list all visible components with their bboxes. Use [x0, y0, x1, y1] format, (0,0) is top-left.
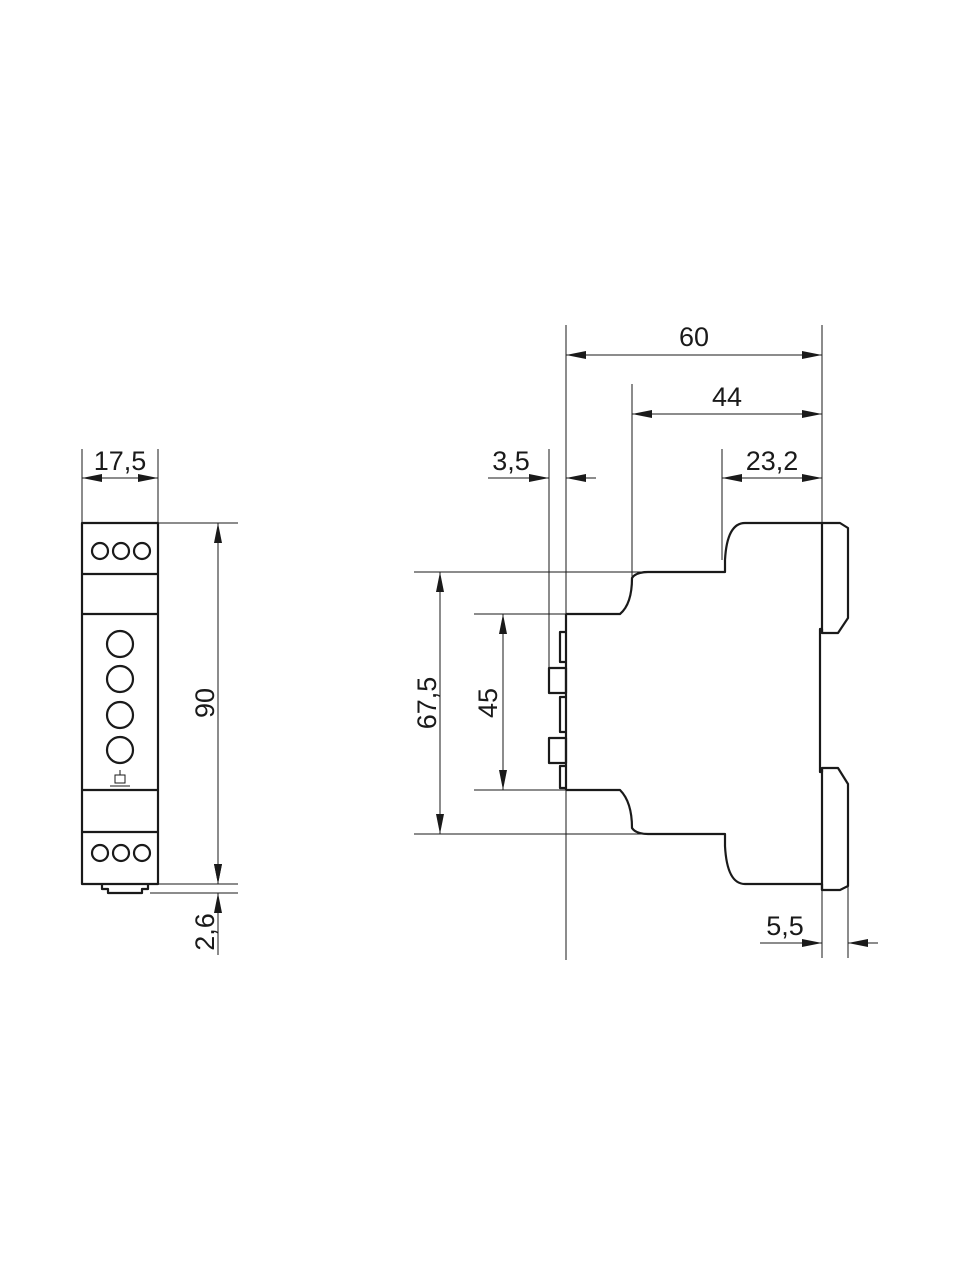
front-dimensions: 17,5 90 2,6	[81, 446, 238, 955]
depth-shoulder-label: 44	[712, 382, 742, 412]
contact-lug	[558, 764, 566, 790]
clip-label: 2,6	[190, 913, 220, 951]
depth-top-label: 23,2	[746, 446, 799, 476]
offset-left-label: 3,5	[492, 446, 530, 476]
depth-total-label: 60	[679, 322, 709, 352]
front-view	[80, 521, 160, 895]
bottom-terminal-screw-icon	[111, 843, 131, 863]
top-terminal-screw-icon	[111, 541, 131, 561]
top-terminal-screw-icon	[90, 541, 110, 561]
side-dimensions-horizontal: 60 44 23,2 3,5 5,5	[488, 322, 878, 960]
top-terminal-screw-icon	[132, 541, 152, 561]
front-knob-icon	[105, 735, 135, 765]
clip-right-label: 5,5	[766, 911, 804, 941]
height-body-label: 45	[473, 688, 503, 718]
contact-lug	[547, 736, 568, 765]
front-knob-icon	[105, 629, 135, 659]
contact-lug	[558, 695, 566, 734]
side-view	[547, 521, 850, 892]
bottom-terminal-screw-icon	[90, 843, 110, 863]
side-dimensions-vertical: 67,5 45	[412, 571, 648, 835]
front-knob-icon	[105, 664, 135, 694]
front-housing	[80, 521, 160, 886]
width-label: 17,5	[94, 446, 147, 476]
bottom-terminal-screw-icon	[132, 843, 152, 863]
contact-lug	[558, 630, 566, 664]
seal-icon	[110, 770, 130, 787]
contact-lug	[547, 666, 568, 695]
height-shoulder-label: 67,5	[412, 677, 442, 730]
front-din-clip	[100, 884, 150, 895]
height-label: 90	[190, 688, 220, 718]
side-profile	[566, 521, 850, 892]
front-knob-icon	[105, 700, 135, 730]
